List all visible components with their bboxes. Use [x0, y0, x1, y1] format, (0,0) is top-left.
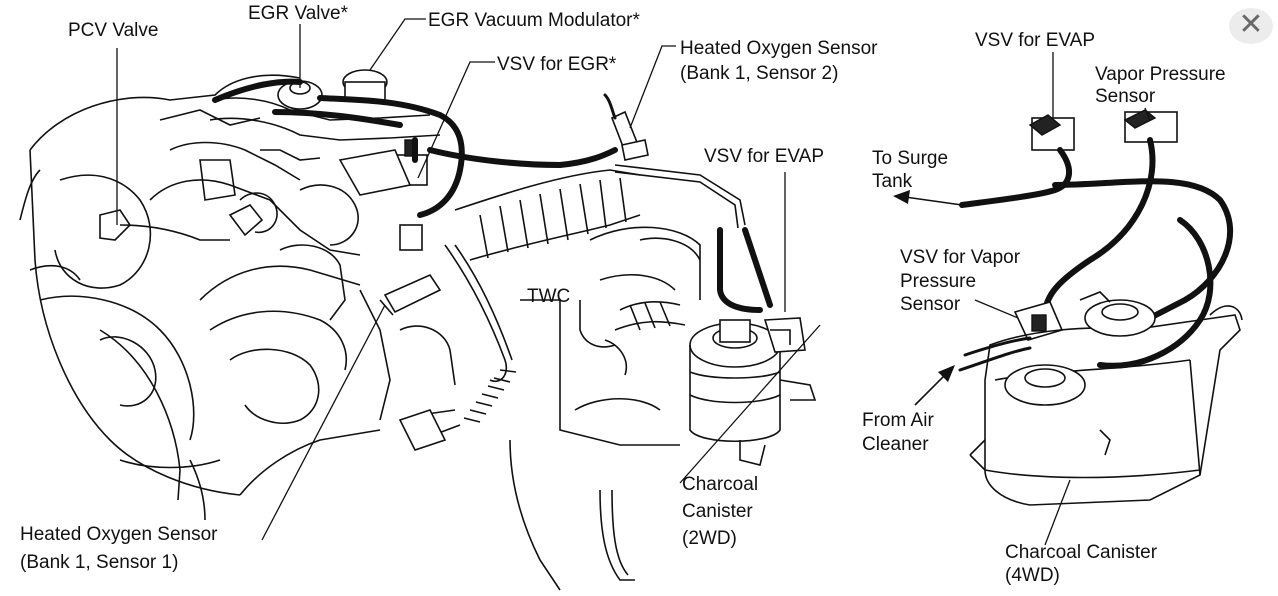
charcoal-canister-2wd-drawing	[604, 300, 817, 466]
label-to-surge-tank-line2: Tank	[872, 171, 913, 192]
label-from-air-cleaner-line2: Cleaner	[862, 434, 929, 455]
label-charcoal-4wd-line2: (4WD)	[1005, 565, 1060, 586]
label-charcoal-2wd-line2: Canister	[682, 501, 753, 522]
engine-block-drawing	[19, 69, 773, 591]
label-vsv-vapor-pressure-line3: Sensor	[900, 294, 961, 315]
coil-spring	[463, 369, 517, 423]
label-vsv-vapor-pressure-line2: Pressure	[900, 271, 976, 292]
label-egr-vacuum-modulator: EGR Vacuum Modulator*	[428, 10, 641, 31]
label-heated-o2-b1s2-line1: Heated Oxygen Sensor	[680, 38, 878, 59]
label-vsv-vapor-pressure-line1: VSV for Vapor	[900, 247, 1021, 268]
label-heated-o2-b1s1-line2: (Bank 1, Sensor 1)	[20, 552, 178, 573]
close-button[interactable]: ✕	[1229, 8, 1273, 44]
label-vsv-for-evap-4wd: VSV for EVAP	[975, 30, 1095, 51]
label-vapor-pressure-sensor-line1: Vapor Pressure	[1095, 64, 1226, 85]
label-vsv-for-evap-engine: VSV for EVAP	[704, 146, 824, 167]
label-heated-o2-b1s2-line2: (Bank 1, Sensor 2)	[680, 63, 838, 84]
label-charcoal-2wd-line1: Charcoal	[682, 474, 758, 495]
label-charcoal-2wd-line3: (2WD)	[682, 528, 737, 549]
label-to-surge-tank-line1: To Surge	[872, 148, 948, 169]
label-charcoal-4wd-line1: Charcoal Canister	[1005, 542, 1158, 563]
diagram-labels: PCV Valve EGR Valve* EGR Vacuum Modulato…	[20, 3, 1226, 586]
label-egr-valve: EGR Valve*	[248, 3, 349, 24]
label-pcv-valve: PCV Valve	[68, 20, 158, 41]
label-vapor-pressure-sensor-line2: Sensor	[1095, 86, 1156, 107]
label-vsv-for-egr: VSV for EGR*	[497, 54, 617, 75]
label-heated-o2-b1s1-line1: Heated Oxygen Sensor	[20, 524, 218, 545]
close-icon: ✕	[1238, 7, 1264, 42]
label-from-air-cleaner-line1: From Air	[862, 410, 934, 431]
leader-lines	[116, 18, 1151, 546]
label-twc: TWC	[527, 286, 570, 307]
evap-4wd-inset-drawing	[958, 109, 1243, 506]
